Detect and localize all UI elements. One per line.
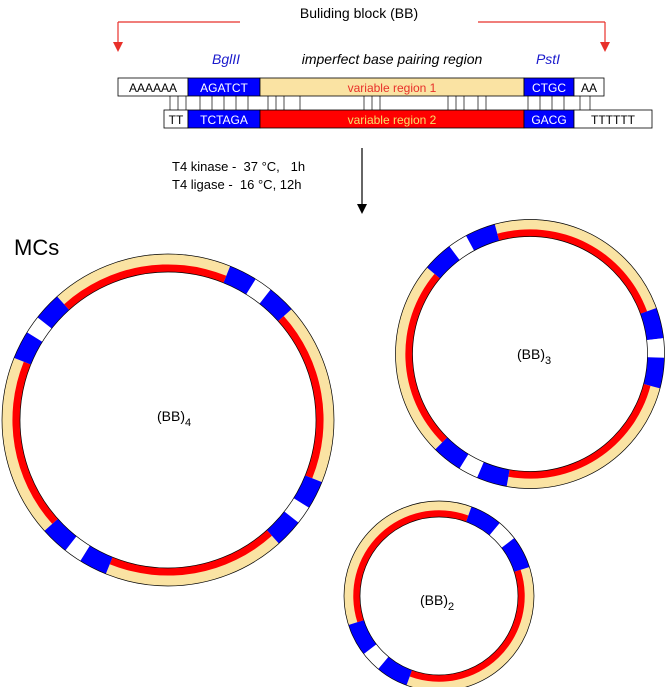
minicircle-bb4 [1, 253, 335, 587]
circle-mid-inner-edge [412, 236, 648, 472]
bb4-label: (BB)4 [157, 408, 191, 429]
top-tail: AA [581, 81, 597, 95]
bottom-variable-region: variable region 2 [348, 113, 437, 127]
bottom-strand: TT TCTAGA variable region 2 GACG TTTTTT [163, 109, 653, 129]
minicircle-bb2 [343, 500, 535, 687]
circle-mid-site-b-0 [466, 224, 500, 251]
step-kinase: T4 kinase - 37 °C, 1h [172, 159, 305, 174]
region-header: imperfect base pairing region [302, 51, 483, 67]
circle-big-site-a-0 [223, 266, 256, 295]
circle-mid-variable-2 [405, 273, 448, 443]
circle-small-site-b-0 [501, 538, 530, 572]
mcs-label: MCs [14, 235, 59, 260]
bracket-arrow-right [600, 42, 610, 52]
circle-big-outer-edge [1, 253, 335, 587]
circle-small-site-a-1 [378, 656, 412, 686]
circle-big-site-b-3 [37, 296, 70, 329]
circle-big-site-a-3 [14, 332, 43, 365]
bottom-tail: TTTTTT [591, 113, 636, 127]
circle-mid-variable-1 [508, 384, 651, 479]
circle-mid-gap-1 [646, 338, 665, 358]
circle-small-backbone [344, 501, 534, 687]
circle-big-inner-edge [19, 271, 317, 569]
top-overhang: AAAAAA [129, 81, 177, 95]
bottom-psti-site: GACG [531, 113, 566, 127]
circle-small-site-a-0 [466, 506, 500, 536]
circle-big-site-a-1 [293, 475, 322, 508]
circle-mid-site-a-1 [640, 308, 664, 341]
top-strand: AAAAAA AGATCT variable region 1 CTGC AA [117, 77, 605, 97]
bglii-label: BglII [212, 51, 240, 67]
top-variable-region: variable region 1 [348, 81, 437, 95]
circle-big-backbone [2, 254, 334, 586]
circle-big-site-b-1 [266, 511, 299, 544]
circle-small-inner-edge [359, 516, 519, 676]
circle-big-site-a-2 [80, 545, 113, 574]
minicircle-bb3 [395, 219, 665, 489]
circle-small-outer-edge [343, 500, 535, 687]
top-bglii-site: AGATCT [200, 81, 248, 95]
bracket-arrow-left [113, 42, 123, 52]
circle-mid-site-a-0 [426, 246, 460, 279]
circle-big-site-b-0 [259, 289, 292, 322]
bottom-bglii-site: TCTAGA [200, 113, 248, 127]
circle-mid-outer-edge [395, 219, 665, 489]
circle-small-variable-1 [353, 510, 469, 623]
bb2-label: (BB)2 [420, 592, 454, 613]
circle-big-variable-1 [109, 530, 272, 576]
bb3-label: (BB)3 [517, 346, 551, 367]
circle-mid-site-b-2 [435, 437, 469, 469]
psti-label: PstI [536, 51, 560, 67]
base-pair-ticks [169, 96, 591, 110]
circle-big-site-b-2 [44, 518, 77, 551]
building-block-title: Buliding block (BB) [300, 5, 418, 21]
step-ligase: T4 ligase - 16 °C, 12h [172, 177, 302, 192]
circle-small-site-b-1 [348, 620, 377, 654]
circle-small-gap-1 [363, 644, 389, 669]
circle-big-variable-2 [12, 361, 58, 524]
circle-small-gap-0 [489, 523, 515, 548]
circle-big-variable-3 [64, 264, 227, 310]
circle-big-variable-0 [278, 316, 324, 479]
circle-mid-site-b-1 [643, 357, 665, 389]
circle-small-variable-0 [409, 569, 525, 682]
bottom-overhang: TT [169, 113, 184, 127]
reaction-arrow-head [357, 204, 367, 214]
top-psti-site: CTGC [532, 81, 566, 95]
